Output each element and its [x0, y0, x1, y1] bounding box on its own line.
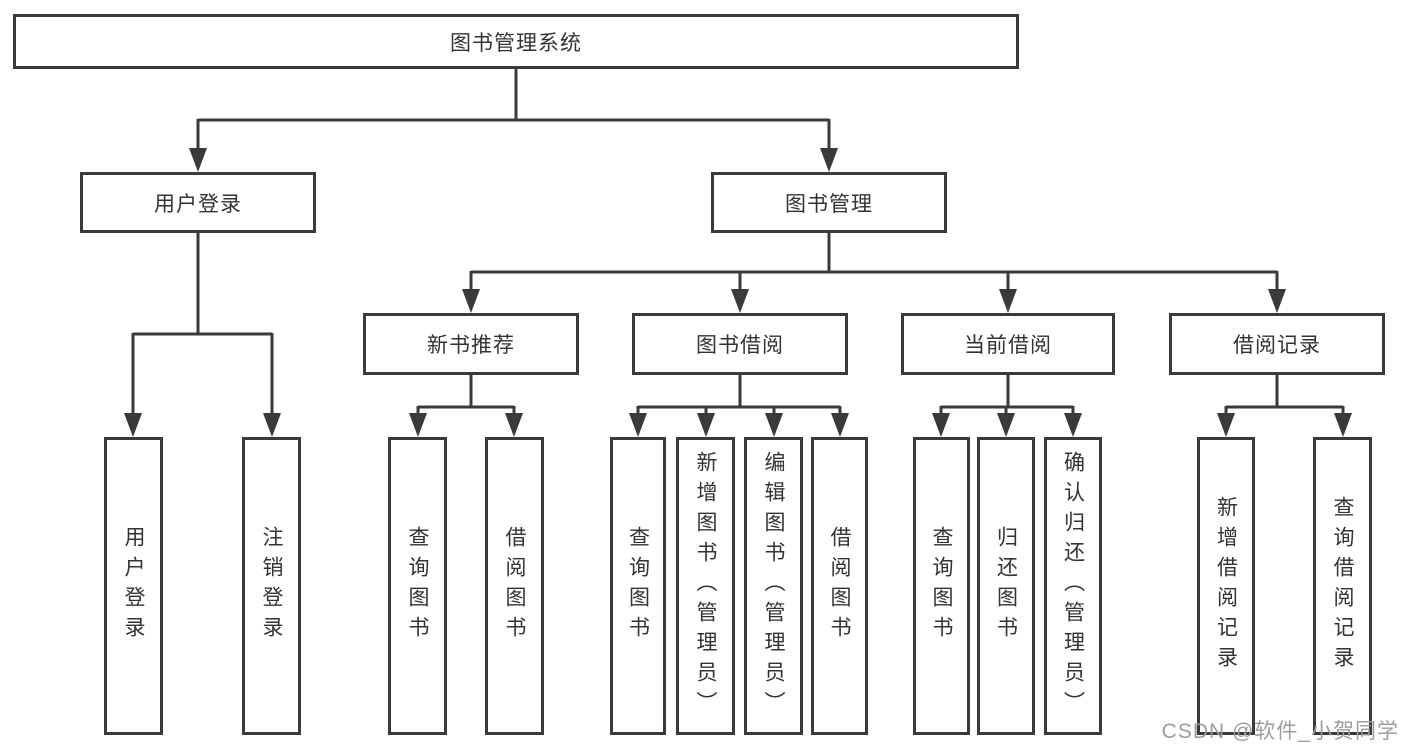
- node-label: 确认归还（管理员）: [1061, 451, 1085, 721]
- leaf-query-books-recommend: 查询图书: [388, 437, 447, 735]
- node-label: 新增借阅记录: [1214, 496, 1238, 676]
- node-label: 借阅记录: [1233, 334, 1321, 357]
- leaf-borrow-books-recommend: 借阅图书: [485, 437, 544, 735]
- node-library-management-system: 图书管理系统: [13, 14, 1019, 69]
- csdn-watermark: CSDN @软件_小贺同学: [1161, 720, 1399, 743]
- leaf-query-books-current: 查询图书: [913, 437, 970, 735]
- node-label: 用户登录: [122, 526, 145, 646]
- node-label: 图书借阅: [696, 334, 784, 357]
- leaf-add-book-admin: 新增图书（管理员）: [676, 437, 735, 735]
- node-label: 当前借阅: [964, 334, 1052, 357]
- node-label: 用户登录: [154, 192, 242, 216]
- node-label: 新增图书（管理员）: [694, 451, 717, 721]
- leaf-add-borrow-record: 新增借阅记录: [1197, 437, 1255, 735]
- arrowhead-icons: [124, 148, 1352, 437]
- leaf-query-borrow-record: 查询借阅记录: [1313, 437, 1372, 735]
- node-label: 查询图书: [406, 526, 429, 646]
- node-label: 借阅图书: [503, 526, 526, 646]
- node-new-book-recommend: 新书推荐: [363, 313, 579, 375]
- leaf-edit-book-admin: 编辑图书（管理员）: [744, 437, 803, 735]
- node-label: 借阅图书: [828, 526, 851, 646]
- leaf-query-books-borrowing: 查询图书: [610, 437, 666, 735]
- node-book-borrowing: 图书借阅: [632, 313, 848, 375]
- node-label: 查询图书: [930, 526, 953, 646]
- leaf-logout-login: 注销登录: [242, 437, 301, 735]
- node-label: 查询图书: [626, 526, 650, 646]
- node-current-borrowing: 当前借阅: [901, 313, 1115, 375]
- node-label: 图书管理系统: [450, 31, 582, 55]
- node-user-login: 用户登录: [80, 172, 316, 233]
- node-label: 注销登录: [260, 526, 283, 646]
- node-label: 新书推荐: [427, 334, 515, 357]
- node-label: 查询借阅记录: [1331, 496, 1354, 676]
- leaf-confirm-return-admin: 确认归还（管理员）: [1044, 437, 1102, 735]
- node-borrowing-records: 借阅记录: [1169, 313, 1385, 375]
- node-label: 图书管理: [785, 192, 873, 216]
- leaf-user-login: 用户登录: [104, 437, 163, 735]
- leaf-borrow-books: 借阅图书: [811, 437, 868, 735]
- node-label: 归还图书: [994, 526, 1018, 646]
- leaf-return-books: 归还图书: [977, 437, 1035, 735]
- node-book-management: 图书管理: [711, 172, 947, 233]
- node-label: 编辑图书（管理员）: [762, 451, 785, 721]
